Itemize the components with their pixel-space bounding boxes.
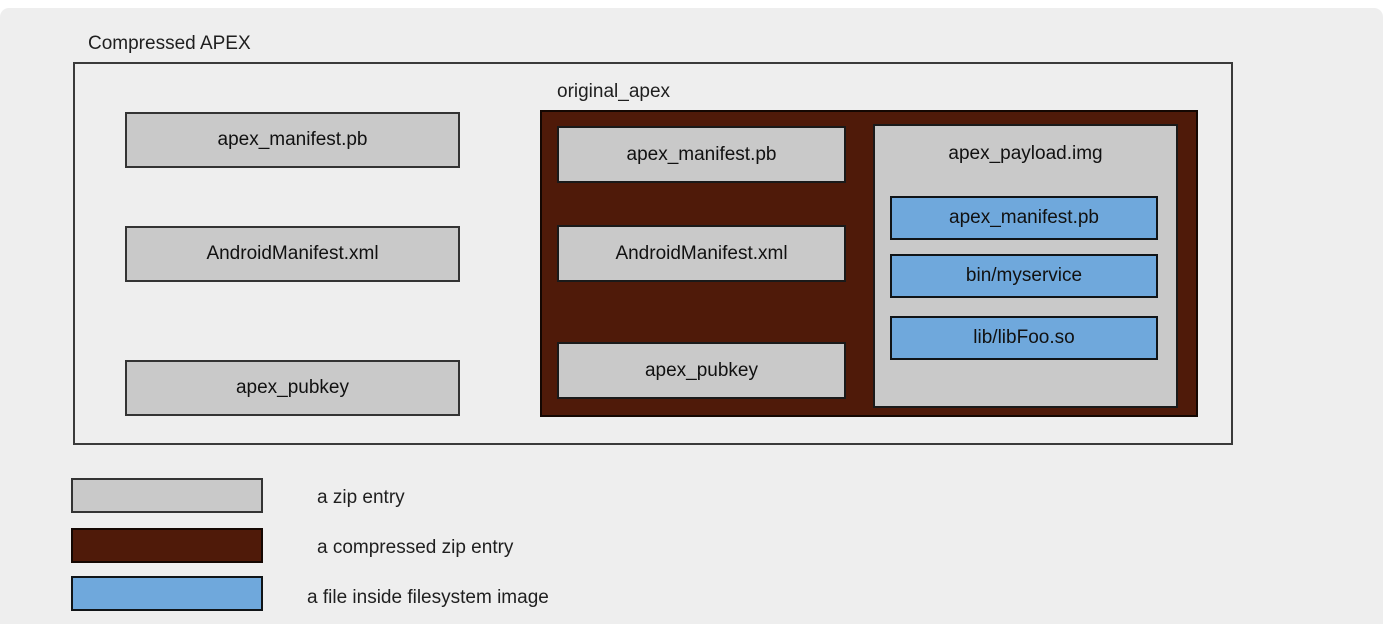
payload-file-apex-manifest: apex_manifest.pb bbox=[890, 196, 1158, 240]
legend-swatch-file-inside-filesystem-image bbox=[71, 576, 263, 611]
compressed-apex-container bbox=[73, 62, 1233, 445]
zip-entry-android-manifest: AndroidManifest.xml bbox=[125, 226, 460, 282]
legend-label-file-inside-filesystem-image: a file inside filesystem image bbox=[307, 587, 549, 608]
legend-label-zip-entry: a zip entry bbox=[317, 487, 405, 508]
original-apex-zip-entry-android-manifest: AndroidManifest.xml bbox=[557, 225, 846, 282]
payload-file-bin-myservice: bin/myservice bbox=[890, 254, 1158, 298]
original-apex-zip-entry-apex-manifest: apex_manifest.pb bbox=[557, 126, 846, 183]
payload-file-lib-libfoo: lib/libFoo.so bbox=[890, 316, 1158, 360]
zip-entry-apex-manifest: apex_manifest.pb bbox=[125, 112, 460, 168]
legend-swatch-compressed-zip-entry bbox=[71, 528, 263, 563]
apex-payload-title: apex_payload.img bbox=[948, 143, 1103, 164]
compressed-apex-title: Compressed APEX bbox=[88, 33, 251, 54]
zip-entry-apex-pubkey: apex_pubkey bbox=[125, 360, 460, 416]
original-apex-zip-entry-apex-pubkey: apex_pubkey bbox=[557, 342, 846, 399]
legend-label-compressed-zip-entry: a compressed zip entry bbox=[317, 537, 514, 558]
original-apex-title: original_apex bbox=[557, 81, 671, 102]
legend-swatch-zip-entry bbox=[71, 478, 263, 513]
